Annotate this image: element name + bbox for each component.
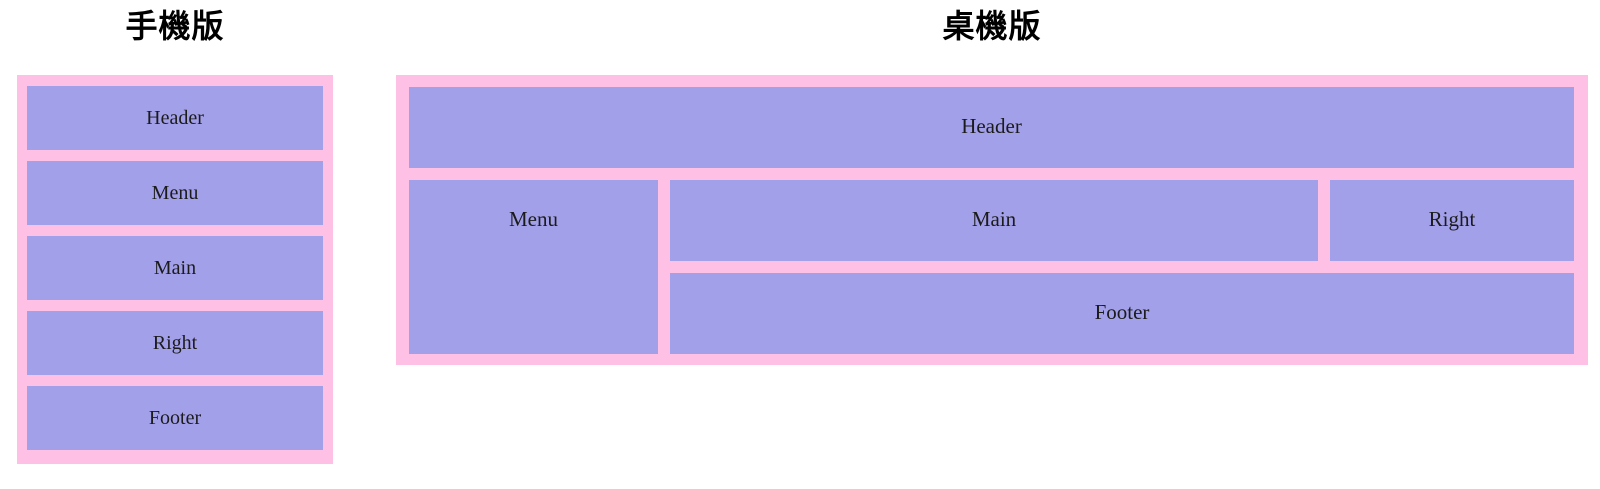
desktop-version-title: 桌機版 <box>942 8 1042 44</box>
mobile-version-title: 手機版 <box>125 8 225 44</box>
desktop-footer-block: Footer <box>670 273 1574 354</box>
desktop-header-block: Header <box>409 87 1574 168</box>
mobile-right-block: Right <box>27 311 323 375</box>
desktop-right-block: Right <box>1330 180 1574 261</box>
mobile-footer-block: Footer <box>27 386 323 450</box>
mobile-header-block: Header <box>27 86 323 150</box>
mobile-menu-block: Menu <box>27 161 323 225</box>
desktop-layout-container: Header Menu Main Right Footer <box>396 75 1588 365</box>
mobile-layout-container: Header Menu Main Right Footer <box>17 75 333 464</box>
mobile-main-block: Main <box>27 236 323 300</box>
desktop-main-block: Main <box>670 180 1318 261</box>
desktop-menu-block: Menu <box>409 180 658 354</box>
